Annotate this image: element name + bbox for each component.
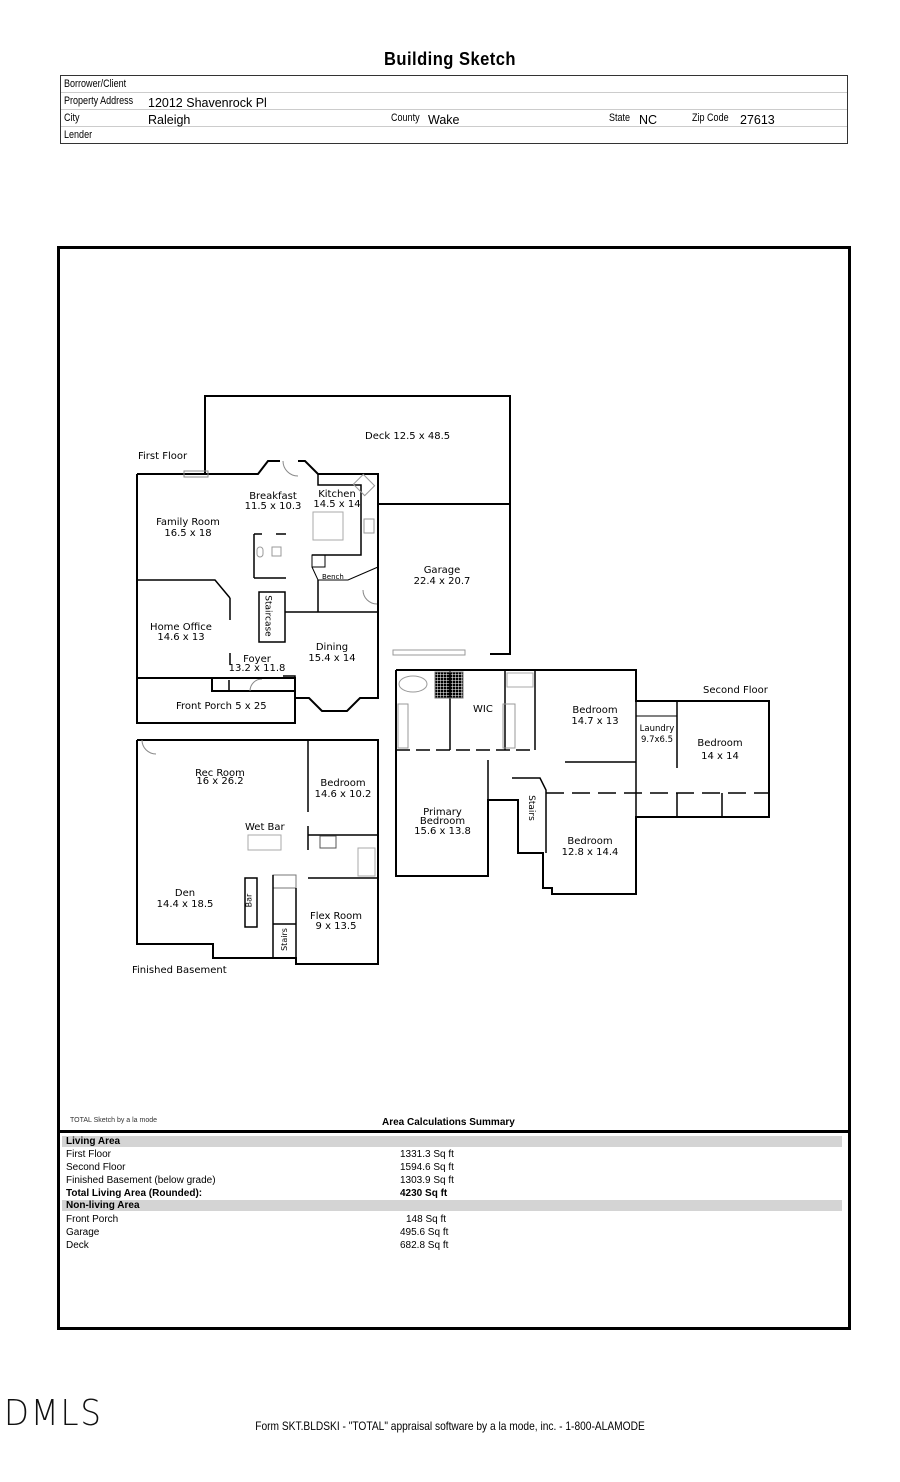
lender-row: Lender — [61, 127, 847, 143]
borrower-row: Borrower/Client — [61, 76, 847, 93]
total-living-label: Total Living Area (Rounded): — [66, 1188, 203, 1199]
room-bar: Bar — [244, 893, 254, 908]
address-label: Property Address — [64, 95, 134, 107]
form-footer: Form SKT.BLDSKI - "TOTAL" appraisal soft… — [255, 1419, 645, 1433]
sketch-credit: TOTAL Sketch by a la mode — [70, 1117, 158, 1124]
zip-value: 27613 — [740, 113, 775, 127]
property-header-table: Borrower/Client Property Address 12012 S… — [60, 75, 848, 144]
living-row-label: First Floor — [66, 1149, 111, 1160]
room-wic: WIC — [473, 704, 493, 715]
basement-plan — [136, 739, 379, 965]
room-bench: Bench — [322, 573, 344, 581]
page-title: Building Sketch — [383, 49, 517, 69]
room-front-porch: Front Porch 5 x 25 — [176, 701, 267, 712]
city-value: Raleigh — [148, 113, 191, 127]
living-row-label: Finished Basement (below grade) — [66, 1175, 216, 1186]
room-stairs-2: Stairs — [525, 795, 536, 821]
nonliving-row-label: Deck — [66, 1240, 89, 1251]
room-stairs-basement: Stairs — [279, 928, 289, 951]
total-living-value: 4230 Sq ft — [400, 1188, 448, 1199]
state-value: NC — [639, 113, 658, 127]
city-label: City — [64, 112, 80, 124]
first-floor-label: First Floor — [138, 451, 188, 462]
zip-label: Zip Code — [692, 112, 729, 124]
living-area-header: Living Area — [66, 1136, 121, 1147]
living-row-value: 1331.3 Sq ft — [400, 1149, 454, 1160]
nonliving-row-value: 682.8 Sq ft — [400, 1240, 449, 1251]
room-labels: First Floor Second Floor Finished Baseme… — [132, 431, 768, 976]
address-row: Property Address 12012 Shavenrock Pl — [61, 93, 847, 110]
basement-label: Finished Basement — [132, 965, 227, 976]
living-row-label: Second Floor — [66, 1162, 126, 1173]
room-deck: Deck 12.5 x 48.5 — [365, 431, 451, 442]
dmls-watermark-logo: DMLS — [4, 1393, 103, 1434]
living-area-band — [62, 1136, 842, 1147]
nonliving-row-value: 148 Sq ft — [406, 1214, 447, 1225]
state-label: State — [609, 112, 631, 124]
summary-divider — [57, 1130, 848, 1133]
address-value: 12012 Shavenrock Pl — [148, 96, 267, 110]
sketch-frame — [57, 246, 851, 1330]
nonliving-area-header: Non-living Area — [66, 1200, 140, 1211]
lender-label: Lender — [64, 129, 93, 141]
county-label: County — [391, 112, 420, 124]
living-row-value: 1594.6 Sq ft — [400, 1162, 454, 1173]
county-value: Wake — [428, 113, 460, 127]
nonliving-area-band — [62, 1200, 842, 1211]
living-row-value: 1303.9 Sq ft — [400, 1175, 454, 1186]
nonliving-row-label: Front Porch — [66, 1214, 119, 1225]
borrower-label: Borrower/Client — [64, 78, 127, 90]
first-floor-plan — [136, 395, 511, 724]
room-wet-bar: Wet Bar — [245, 822, 285, 833]
nonliving-row-label: Garage — [66, 1227, 100, 1238]
nonliving-row-value: 495.6 Sq ft — [400, 1227, 449, 1238]
summary-title: Area Calculations Summary — [382, 1117, 515, 1128]
second-floor-plan — [395, 669, 770, 895]
second-floor-label: Second Floor — [703, 685, 768, 696]
city-row: City Raleigh County Wake State NC Zip Co… — [61, 110, 847, 127]
room-staircase: Staircase — [262, 595, 273, 637]
